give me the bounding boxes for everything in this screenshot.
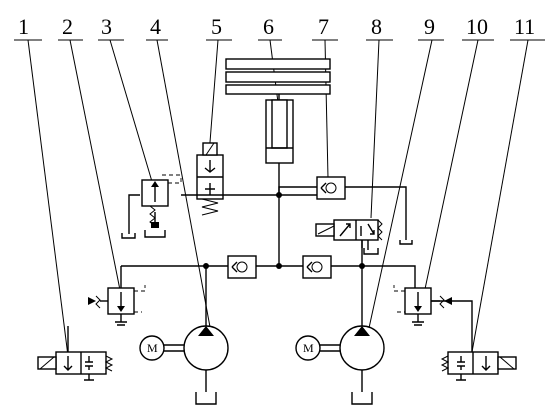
pump-9: M (295, 325, 385, 405)
check-valve-7 (316, 176, 346, 200)
label-4: 4 (150, 14, 161, 39)
cylinder-rod (271, 99, 288, 149)
relief-valve-3 (121, 174, 182, 239)
label-9: 9 (424, 14, 435, 39)
label-11: 11 (514, 14, 535, 39)
press-plate-middle (225, 71, 331, 83)
label-1: 1 (18, 14, 29, 39)
solenoid-valve-11 (440, 351, 517, 381)
label-8: 8 (371, 14, 382, 39)
label-10: 10 (466, 14, 488, 39)
valve-2 (88, 285, 146, 326)
label-6: 6 (263, 14, 274, 39)
valve-10 (393, 285, 452, 326)
label-5: 5 (211, 14, 222, 39)
check-valve-right (302, 255, 332, 279)
leader-lines (14, 39, 545, 357)
label-7: 7 (318, 14, 329, 39)
press-plate-bottom (225, 84, 331, 95)
label-3: 3 (101, 14, 112, 39)
label-2: 2 (62, 14, 73, 39)
junction-dots (203, 192, 365, 269)
pump-4: M (139, 325, 229, 405)
pipe-10-right (431, 300, 473, 314)
press-plate-top (225, 58, 331, 70)
solenoid-valve-1 (37, 351, 114, 381)
check-valve-left (227, 255, 257, 279)
motor-right-circle (295, 335, 321, 361)
callout-labels: 1 2 3 4 5 6 7 8 9 10 11 (18, 14, 535, 39)
motor-right-label: M (303, 341, 314, 355)
cylinder-assembly (225, 58, 331, 164)
solenoid-valve-8 (315, 219, 413, 255)
motor-left-circle (139, 335, 165, 361)
motor-left-label: M (147, 341, 158, 355)
solenoid-valve-5 (196, 142, 224, 216)
